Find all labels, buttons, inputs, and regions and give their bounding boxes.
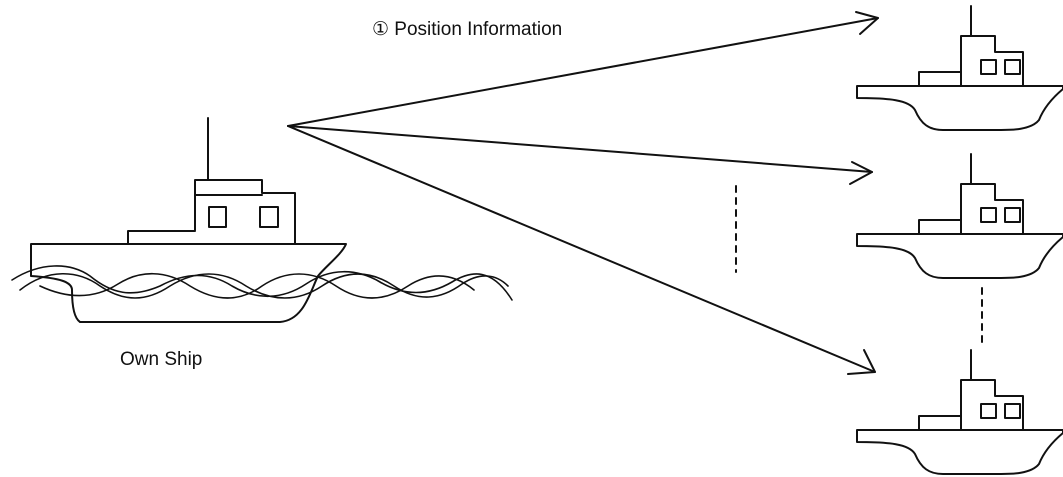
own-ship-label: Own Ship [120,349,202,371]
position-information-label: ① Position Information [372,18,562,41]
own-ship-icon [31,118,346,322]
target-ship-icon [857,350,1063,474]
target-ship-icon [857,6,1063,130]
arrow-icon [288,12,878,374]
target-ship-icon [857,154,1063,278]
wave-icon [12,266,512,300]
